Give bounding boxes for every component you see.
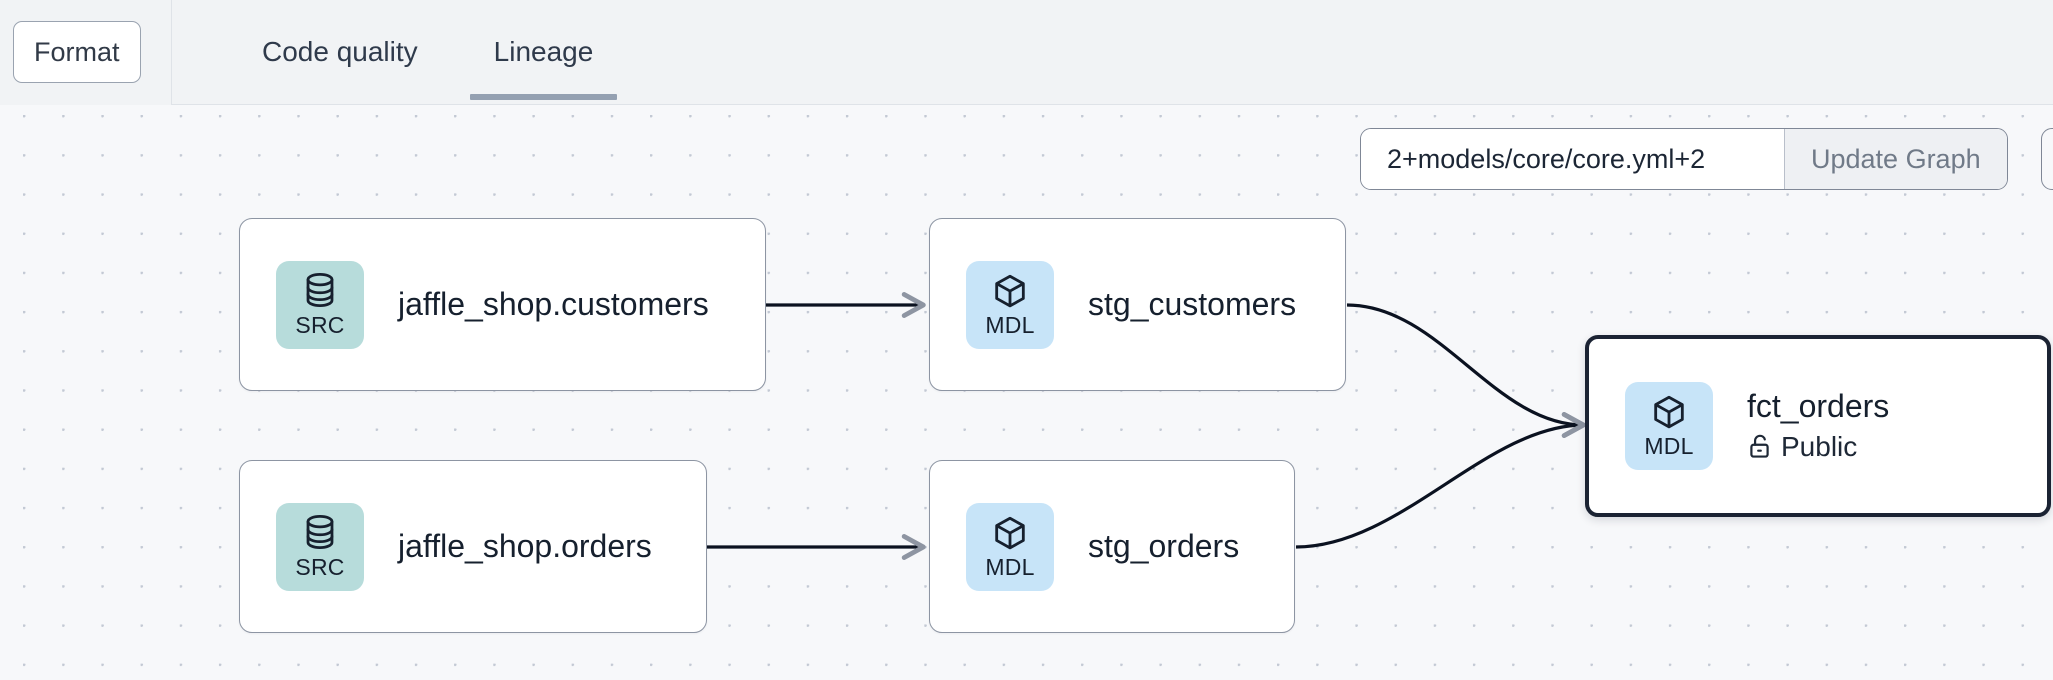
edge-stg-orders-to-fct-orders	[1295, 412, 1586, 549]
update-graph-button[interactable]: Update Graph	[1784, 129, 2007, 189]
database-icon	[306, 514, 334, 550]
node-badge-mdl: MDL	[966, 260, 1054, 349]
lineage-node-stg-orders[interactable]: MDL stg_orders	[929, 460, 1295, 633]
node-title: fct_orders	[1747, 388, 1890, 425]
tab-lineage-label: Lineage	[493, 36, 594, 67]
lineage-node-jaffle-shop-customers[interactable]: SRC jaffle_shop.customers	[239, 218, 766, 391]
node-badge-src: SRC	[276, 260, 364, 349]
node-badge-label: MDL	[1644, 433, 1694, 459]
tab-lineage[interactable]: Lineage	[469, 0, 618, 105]
editor-toolbar: Format Code quality Lineage	[0, 0, 2053, 105]
node-body: fct_orders Public	[1747, 388, 1890, 463]
cube-icon	[995, 274, 1025, 307]
node-badge-label: SRC	[295, 554, 345, 580]
node-body: stg_orders	[1088, 527, 1240, 565]
node-title: jaffle_shop.customers	[398, 285, 709, 322]
tab-bar: Code quality Lineage	[172, 0, 2053, 105]
database-icon	[306, 272, 334, 308]
lineage-node-jaffle-shop-orders[interactable]: SRC jaffle_shop.orders	[239, 460, 707, 633]
cube-icon	[995, 516, 1025, 549]
format-button[interactable]: Format	[13, 21, 141, 83]
node-body: stg_customers	[1088, 285, 1297, 323]
node-badge-label: MDL	[985, 311, 1035, 338]
edge-stg-customers-to-fct-orders	[1346, 303, 1586, 438]
node-body: jaffle_shop.orders	[398, 527, 652, 565]
node-badge-label: MDL	[985, 553, 1035, 580]
node-body: jaffle_shop.customers	[398, 285, 709, 323]
node-badge-src: SRC	[276, 502, 364, 591]
node-badge-mdl: MDL	[1625, 382, 1713, 470]
graph-selector-control: Update Graph	[1360, 128, 2008, 190]
node-access-label: Public	[1781, 430, 1858, 462]
node-badge-label: SRC	[295, 312, 345, 338]
lineage-canvas[interactable]: SRC jaffle_shop.customers SRC jaffle_sho…	[0, 105, 2053, 680]
tab-code-quality-underline	[238, 94, 442, 100]
node-badge-mdl: MDL	[966, 502, 1054, 591]
cube-icon	[1654, 395, 1684, 429]
node-title: jaffle_shop.orders	[398, 527, 652, 564]
node-title: stg_orders	[1088, 527, 1240, 564]
toolbar-left-group: Format	[0, 0, 172, 105]
unlock-icon	[1750, 435, 1769, 459]
lineage-node-stg-customers[interactable]: MDL stg_customers	[929, 218, 1346, 391]
graph-control-secondary[interactable]	[2041, 128, 2053, 190]
tab-code-quality-label: Code quality	[262, 36, 418, 67]
graph-selector-input[interactable]	[1361, 129, 1784, 189]
tab-code-quality[interactable]: Code quality	[238, 0, 442, 105]
node-title: stg_customers	[1088, 285, 1297, 322]
tab-lineage-underline	[469, 93, 618, 100]
lineage-node-fct-orders[interactable]: MDL fct_orders Public	[1585, 335, 2051, 517]
node-access-row: Public	[1747, 431, 1889, 463]
